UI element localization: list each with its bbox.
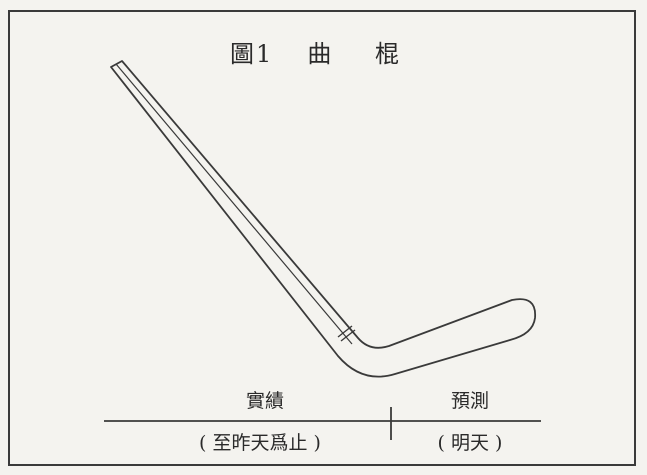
- figure-number: 圖1: [230, 40, 274, 68]
- hockey-stick-shape: [110, 60, 536, 378]
- figure-title: 圖1 曲 棍: [0, 34, 647, 69]
- hockey-stick-joint-mark-2: [340, 329, 356, 342]
- actual-label: 實績: [245, 390, 285, 412]
- hockey-stick-joint-mark: [337, 325, 353, 338]
- forecast-sublabel: ( 明天 ): [437, 432, 503, 454]
- actual-sublabel: ( 至昨天爲止 ): [199, 432, 321, 454]
- hockey-stick-inner-line: [115, 63, 353, 345]
- forecast-label: 預測: [450, 390, 490, 412]
- figure-title-text: 曲 棍: [307, 40, 417, 68]
- figure-frame: [8, 10, 636, 466]
